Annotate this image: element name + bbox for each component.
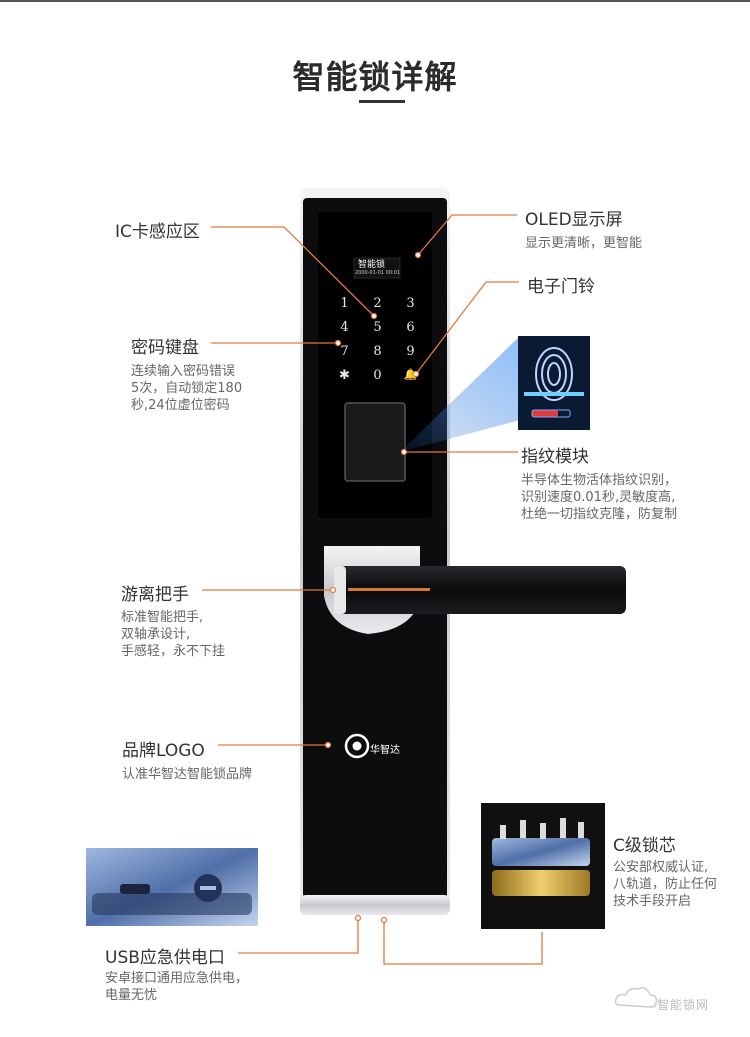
- label-oled: OLED显示屏: [525, 210, 623, 230]
- fingerprint-reader: [344, 402, 406, 482]
- desc-oled: 显示更清晰，更智能: [525, 236, 643, 251]
- desc-fingerprint: 半导体生物活体指纹识别， 识别速度0.01秒,灵敏度高, 杜绝一切指纹克隆，防复…: [521, 473, 678, 522]
- key-9[interactable]: 9: [406, 344, 415, 359]
- key-1[interactable]: 1: [340, 296, 349, 311]
- page-title: 智能锁详解: [292, 58, 458, 96]
- keypad: 1 2 3 4 5 6 7 8 9 ✱ 0 🔔: [328, 296, 423, 383]
- key-0[interactable]: 0: [373, 368, 382, 383]
- key-5[interactable]: 5: [373, 320, 382, 335]
- desc-lock-core: 公安部权威认证, 八轨道，防止任何 技术手段开启: [613, 860, 718, 909]
- usb-inset: [86, 848, 258, 926]
- label-usb: USB应急供电口: [105, 948, 225, 968]
- leader-dots: [324, 251, 422, 924]
- label-handle: 游离把手: [121, 585, 189, 605]
- watermark-cloud-icon: [614, 987, 658, 1008]
- key-4[interactable]: 4: [340, 320, 349, 335]
- desc-keypad: 连续输入密码错误 5次，自动锁定180 秒,24位虚位密码: [131, 364, 243, 413]
- lock-core-inset: [481, 803, 605, 929]
- leader-lines: [202, 214, 543, 965]
- brand-name: 华智达: [370, 745, 400, 756]
- oled-screen: [353, 257, 401, 279]
- key-7[interactable]: 7: [340, 344, 349, 359]
- desc-usb: 安卓接口通用应急供电， 电量无忧: [105, 971, 249, 1003]
- desc-handle: 标准智能把手, 双轴承设计, 手感轻，永不下挂: [121, 610, 226, 659]
- label-ic-card: IC卡感应区: [115, 222, 200, 242]
- label-brand-logo: 品牌LOGO: [122, 741, 205, 761]
- label-lock-core: C级锁芯: [613, 836, 676, 856]
- key-3[interactable]: 3: [406, 296, 415, 311]
- watermark-text: 智能锁网: [657, 998, 710, 1012]
- key-8[interactable]: 8: [373, 344, 382, 359]
- key-bell-icon[interactable]: 🔔: [403, 368, 418, 381]
- title-underline: [359, 100, 405, 103]
- label-keypad: 密码键盘: [131, 338, 199, 358]
- screen-time: 2000-01-01 00:01: [355, 270, 401, 276]
- label-fingerprint: 指纹模块: [521, 447, 589, 467]
- key-star[interactable]: ✱: [339, 368, 350, 383]
- fingerprint-inset: [518, 336, 590, 430]
- desc-brand-logo: 认准华智达智能锁品牌: [122, 767, 253, 782]
- brand-logo: [344, 733, 370, 759]
- label-doorbell: 电子门铃: [527, 277, 595, 297]
- key-6[interactable]: 6: [406, 320, 415, 335]
- screen-text: 智能锁: [358, 260, 386, 270]
- key-2[interactable]: 2: [373, 296, 382, 311]
- lever-handle: [324, 546, 626, 634]
- top-border: [0, 0, 750, 2]
